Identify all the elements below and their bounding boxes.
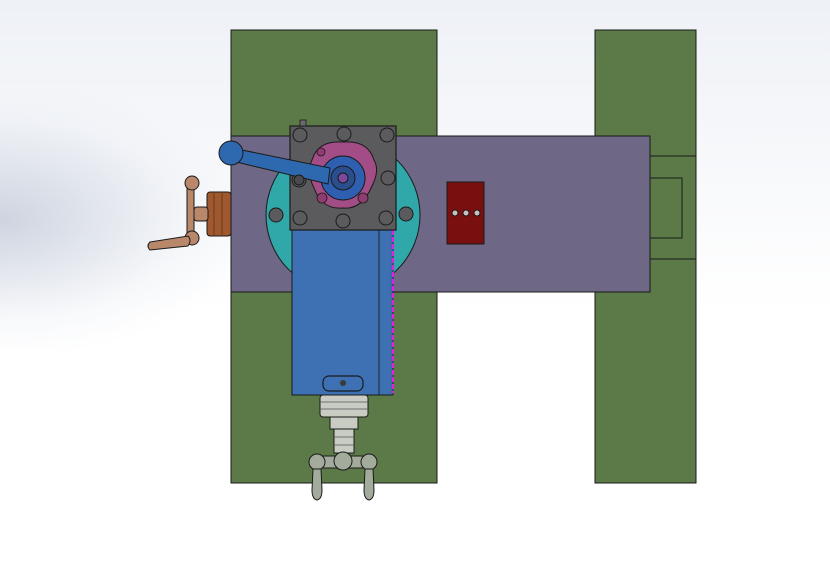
slide-end-pocket[interactable] bbox=[649, 177, 683, 239]
bottom-handle-assembly[interactable] bbox=[308, 451, 378, 501]
clamp-screw bbox=[357, 192, 369, 204]
clamp-screw bbox=[316, 147, 326, 157]
holder-slot-pin bbox=[340, 380, 346, 386]
clamp-lever-ball[interactable] bbox=[218, 140, 244, 166]
cross-feed-handwheel[interactable] bbox=[147, 175, 232, 251]
tool-holder-body[interactable] bbox=[291, 229, 392, 396]
tool-holder-side bbox=[378, 229, 394, 396]
clamp-hub-center bbox=[337, 172, 349, 184]
lever-pivot-screw bbox=[293, 174, 305, 186]
three-dot-lock-icon bbox=[451, 209, 481, 217]
clamp-screw bbox=[316, 192, 328, 204]
tool-post-pin bbox=[299, 119, 307, 127]
